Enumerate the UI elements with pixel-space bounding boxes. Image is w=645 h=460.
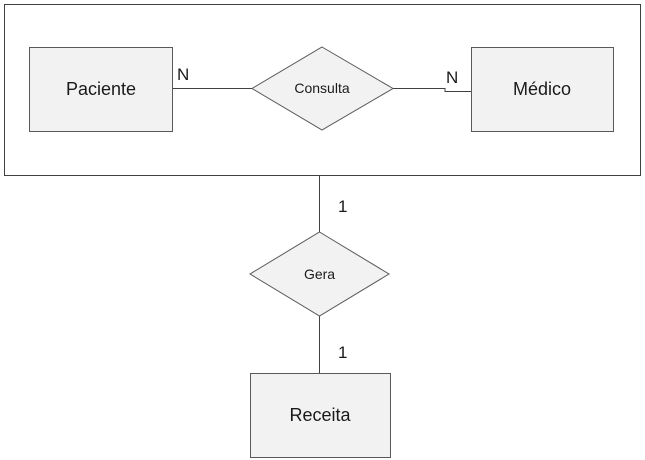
entity-paciente-label: Paciente — [66, 79, 136, 99]
relationship-gera-label: Gera — [304, 266, 335, 282]
relationship-gera — [249, 231, 390, 317]
relationship-consulta — [251, 46, 394, 131]
entity-medico — [471, 47, 614, 132]
cardinality-aggregation-gera: 1 — [338, 197, 347, 216]
relationship-consulta-label: Consulta — [294, 80, 349, 96]
cardinality-paciente-consulta: N — [177, 65, 189, 84]
aggregation-frame — [4, 4, 641, 176]
connector-consulta-medico — [393, 88, 471, 92]
cardinality-medico-consulta: N — [446, 68, 458, 87]
entity-receita — [250, 373, 391, 458]
entity-paciente — [29, 47, 173, 132]
entity-receita-label: Receita — [289, 405, 351, 425]
cardinality-receita-gera: 1 — [338, 343, 347, 362]
entity-medico-label: Médico — [513, 79, 571, 99]
